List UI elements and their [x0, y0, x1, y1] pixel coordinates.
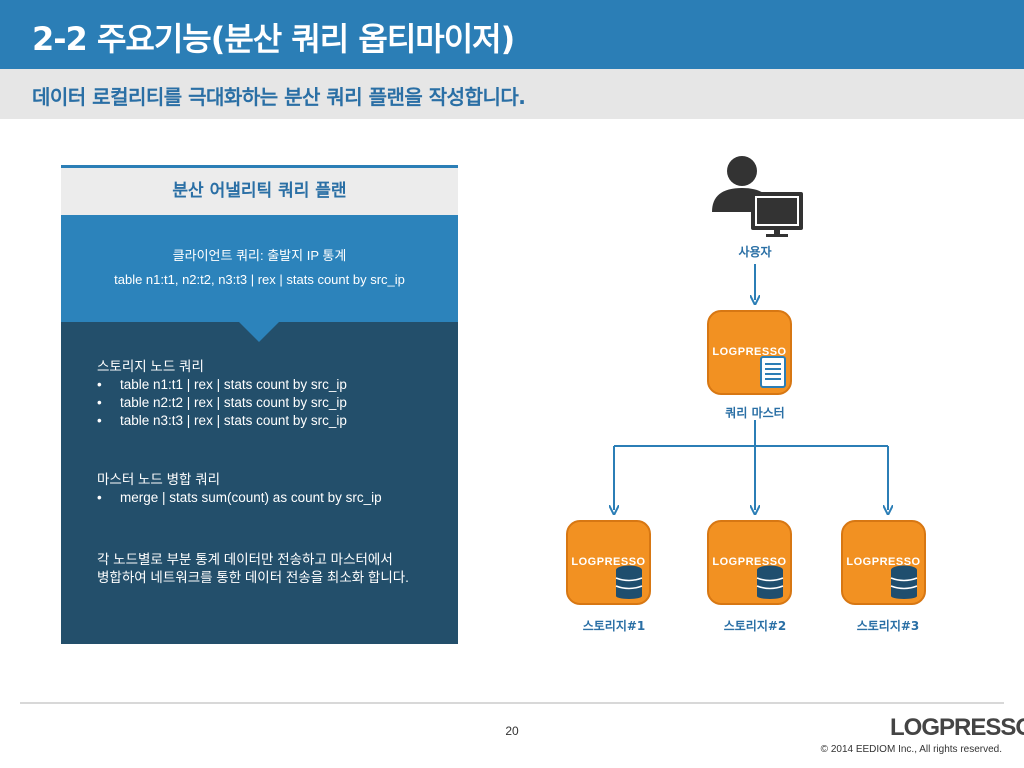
footer-divider [20, 702, 1004, 704]
panel-heading: 분산 어낼리틱 쿼리 플랜 [61, 165, 458, 215]
list-item: •table n2:t2 | rex | stats count by src_… [97, 395, 347, 410]
client-query-box: 클라이언트 쿼리: 출발지 IP 통계 table n1:t1, n2:t2, … [61, 215, 458, 289]
panel-note: 각 노드별로 부분 통계 데이터만 전송하고 마스터에서 병합하여 네트워크를 … [97, 552, 409, 585]
query-master-node: LOGPRESSO [707, 310, 792, 395]
copyright-text: © 2014 EEDIOM Inc., All rights reserved. [820, 744, 1002, 755]
database-icon [890, 565, 918, 599]
query-master-label: 쿼리 마스터 [725, 406, 785, 420]
storage-node-1: LOGPRESSO [566, 520, 651, 605]
list-item: •table n1:t1 | rex | stats count by src_… [97, 377, 347, 392]
page-title: 2-2 주요기능(분산 쿼리 옵티마이저) [32, 20, 515, 58]
client-query-box-extension [61, 289, 458, 322]
page-subtitle: 데이터 로컬리티를 극대화하는 분산 쿼리 플랜을 작성합니다. [32, 85, 526, 109]
logpresso-logo: LOGPRESSO [712, 346, 787, 358]
footer-logo: LOGPRESSO [890, 714, 1024, 741]
plan-details-box: 스토리지 노드 쿼리 •table n1:t1 | rex | stats co… [61, 322, 458, 644]
database-icon [756, 565, 784, 599]
storage-query-section: 스토리지 노드 쿼리 •table n1:t1 | rex | stats co… [97, 358, 347, 430]
storage-label-1: 스토리지#1 [582, 619, 646, 633]
client-query-title: 클라이언트 쿼리: 출발지 IP 통계 [172, 248, 347, 263]
user-label: 사용자 [738, 245, 772, 259]
storage-node-2: LOGPRESSO [707, 520, 792, 605]
master-query-title: 마스터 노드 병합 쿼리 [97, 472, 221, 487]
list-item: •merge | stats sum(count) as count by sr… [97, 490, 382, 505]
panel-heading-text: 분산 어낼리틱 쿼리 플랜 [172, 181, 347, 201]
down-arrow-pointer [239, 322, 279, 342]
storage-query-title: 스토리지 노드 쿼리 [97, 359, 204, 374]
client-query-text: table n1:t1, n2:t2, n3:t3 | rex | stats … [114, 272, 405, 287]
logpresso-logo: LOGPRESSO [846, 556, 921, 568]
logpresso-logo: LOGPRESSO [712, 556, 787, 568]
list-item: •table n3:t3 | rex | stats count by src_… [97, 413, 347, 428]
storage-label-3: 스토리지#3 [856, 619, 920, 633]
storage-label-2: 스토리지#2 [723, 619, 787, 633]
subtitle-bar: 데이터 로컬리티를 극대화하는 분산 쿼리 플랜을 작성합니다. [0, 69, 1024, 119]
master-query-section: 마스터 노드 병합 쿼리 •merge | stats sum(count) a… [97, 471, 382, 507]
logpresso-logo: LOGPRESSO [571, 556, 646, 568]
title-bar: 2-2 주요기능(분산 쿼리 옵티마이저) [0, 0, 1024, 69]
query-plan-panel: 분산 어낼리틱 쿼리 플랜 클라이언트 쿼리: 출발지 IP 통계 table … [61, 165, 458, 644]
database-icon [615, 565, 643, 599]
storage-node-3: LOGPRESSO [841, 520, 926, 605]
document-icon [760, 356, 786, 388]
user-computer-icon [712, 156, 803, 237]
page-number: 20 [505, 724, 519, 738]
